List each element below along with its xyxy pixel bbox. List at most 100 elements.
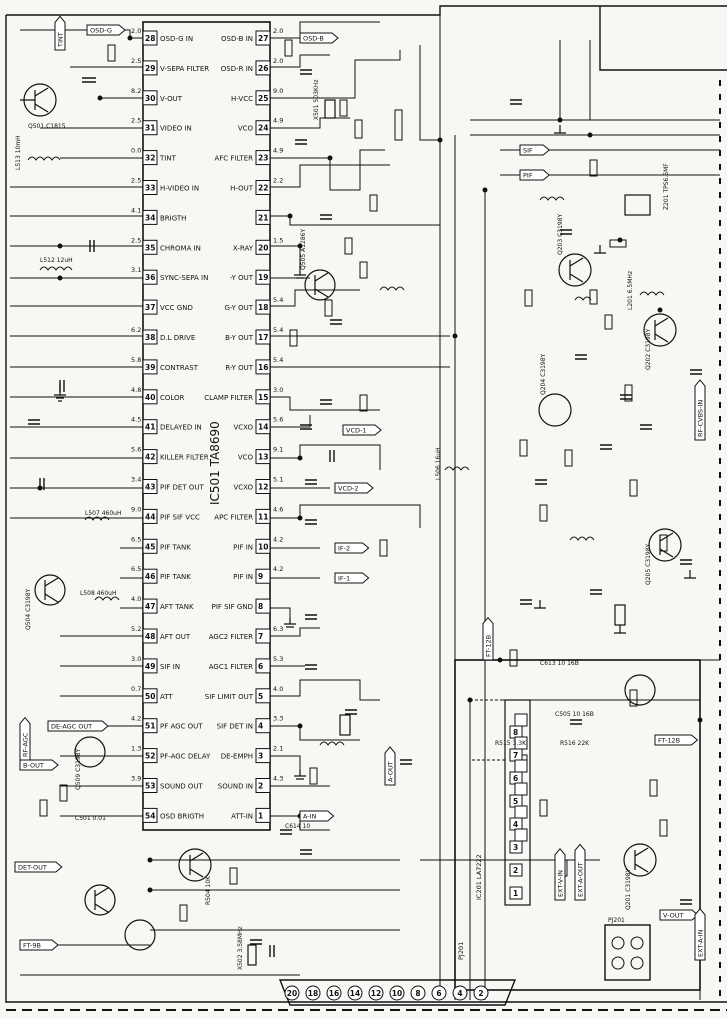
- ic-pin-47: [142, 598, 158, 614]
- pin-voltage: 3.4: [131, 476, 141, 484]
- pin-voltage: 4.3: [273, 775, 283, 783]
- ic-pin-name: PF-AGC DELAY: [160, 753, 211, 761]
- pj201-jack: [604, 924, 651, 981]
- connector-pin-number: 18: [308, 989, 318, 998]
- comp-label-q504: Q504 C3198Y: [25, 588, 32, 630]
- comp-label-c614: C614 10: [285, 823, 310, 830]
- connector-pin-number: 10: [392, 989, 402, 998]
- pj201-left-label: PJ201: [457, 942, 465, 960]
- ic-pin-number: 18: [258, 303, 268, 312]
- z201-filter: [624, 194, 651, 216]
- pin-voltage: 4.8: [131, 386, 141, 394]
- signal-tag-label: VCD-2: [338, 485, 358, 493]
- comp-label-z201: Z201 TPS6.5MF: [663, 163, 670, 210]
- ic-pin-number: 33: [145, 184, 155, 193]
- ic201-pin: [509, 863, 523, 877]
- capacitors: [28, 69, 702, 957]
- pin-voltage: 2.0: [273, 27, 283, 35]
- comp-label-q204: Q204 C3198Y: [540, 353, 547, 395]
- signal-tag-label: OSD-B: [303, 35, 324, 43]
- ic-pin-number: 34: [145, 213, 155, 222]
- connector-pin: [452, 985, 468, 1001]
- ic-pin-number: 38: [145, 333, 155, 342]
- ic-pin-11: [255, 508, 271, 524]
- ic-pin-42: [142, 449, 158, 465]
- signal-tag-label: DE-AGC OUT: [51, 723, 92, 731]
- signal-tag-b_out: B-OUT: [19, 759, 59, 771]
- ic-pin-number: 2: [258, 782, 263, 791]
- ic-pin-number: 32: [145, 154, 155, 163]
- ic-pin-43: [142, 479, 158, 494]
- ic-pin-number: 54: [145, 811, 155, 820]
- connector-pin-number: 16: [329, 989, 339, 998]
- ic-pin-46: [142, 568, 158, 584]
- ic-pin-name: V-OUT: [160, 95, 183, 103]
- comp-label-r515: R515 3.3K: [495, 740, 527, 747]
- ic-pin-13: [255, 449, 271, 465]
- pin-voltage: 6.2: [131, 326, 141, 334]
- z202-filter: [614, 604, 626, 626]
- inductors: [27, 156, 665, 746]
- ic-pin-name: VCO: [238, 454, 254, 462]
- signal-tag-vcd2: VCD-2: [334, 482, 374, 494]
- ic-pin-name: G-Y OUT: [224, 304, 253, 312]
- signal-tag-label: A-OUT: [387, 761, 395, 782]
- pin-voltage: 4.2: [131, 715, 141, 723]
- q-transistor-a: [178, 848, 212, 882]
- signal-tag-osd_g: OSD-G: [86, 24, 126, 36]
- ic201-pin: [509, 886, 523, 900]
- ic-pin-name: TINT: [159, 155, 177, 163]
- signal-tag-rf: RF-CVBS-IN: [694, 379, 706, 441]
- comp-label-l201: L201 6.5MHz: [627, 271, 634, 310]
- pin-voltage: 5.8: [131, 356, 141, 364]
- ic-pin-name: VCXO: [233, 424, 253, 432]
- ic-pin-name: AGC1 FILTER: [209, 663, 253, 671]
- pin-voltage: 4.0: [131, 595, 141, 603]
- ic-pin-number: 43: [145, 483, 155, 492]
- q504-transistor: [34, 574, 66, 606]
- ic-pin-number: 36: [145, 273, 155, 282]
- comp-label-c505: C505 10 16B: [555, 711, 594, 718]
- ic-pin-number: 25: [258, 94, 268, 103]
- signal-tag-sif: SIF: [519, 144, 550, 156]
- connector-pin-number: 20: [287, 989, 297, 998]
- x501-crystal: [324, 99, 336, 119]
- connector-pin: [431, 985, 447, 1001]
- ic-pin-name: OSD-B IN: [221, 35, 253, 43]
- ic-pin-name: DELAYED IN: [160, 424, 202, 432]
- ic-pin-name: SOUND OUT: [160, 783, 204, 791]
- ic-pin-name: V-SEPA FILTER: [160, 65, 209, 73]
- ic-pin-number: 50: [145, 692, 155, 701]
- signal-tag-ain: A-IN: [299, 810, 335, 822]
- signal-tag-pif: PIF: [519, 169, 550, 181]
- signal-tag-label: FT-12B: [658, 737, 680, 745]
- pin-voltage: 8.2: [131, 87, 141, 95]
- transistors: [20, 83, 682, 951]
- ic-pin-number: 46: [145, 572, 155, 581]
- ic-pin-name: OSD-R IN: [221, 65, 253, 73]
- ic-pin-name: D.L DRIVE: [160, 334, 195, 342]
- ic-pin-number: 20: [258, 243, 268, 252]
- ic-pin-number: 24: [258, 124, 268, 133]
- connector-pin: [410, 985, 426, 1001]
- connector-pin: [389, 985, 405, 1001]
- pin-voltage: 4.9: [273, 117, 283, 125]
- pin-voltage: 3.0: [131, 655, 141, 663]
- signal-tag-label: FT-9B: [23, 942, 41, 950]
- ic-pin-number: 27: [258, 34, 268, 43]
- ic-pin-44: [142, 508, 158, 524]
- ic-pin-name: PIF IN: [233, 543, 253, 551]
- ic-pin-number: 44: [145, 512, 155, 521]
- pin-voltage: 2.5: [131, 177, 141, 185]
- ic-pin-number: 3: [258, 752, 263, 761]
- pin-voltage: 4.6: [273, 505, 283, 513]
- ic-pin-number: 39: [145, 363, 155, 372]
- pin-voltage: 5.4: [273, 326, 283, 334]
- q-transistor-c: [124, 919, 156, 951]
- ic-pin-name: PIF SIF GND: [212, 603, 253, 611]
- comp-label-l512: L512 12uH: [40, 257, 73, 264]
- pin-voltage: 5.2: [131, 625, 141, 633]
- signal-tag-rf_agc: RF-AGC: [19, 716, 31, 761]
- crystals: [247, 99, 651, 966]
